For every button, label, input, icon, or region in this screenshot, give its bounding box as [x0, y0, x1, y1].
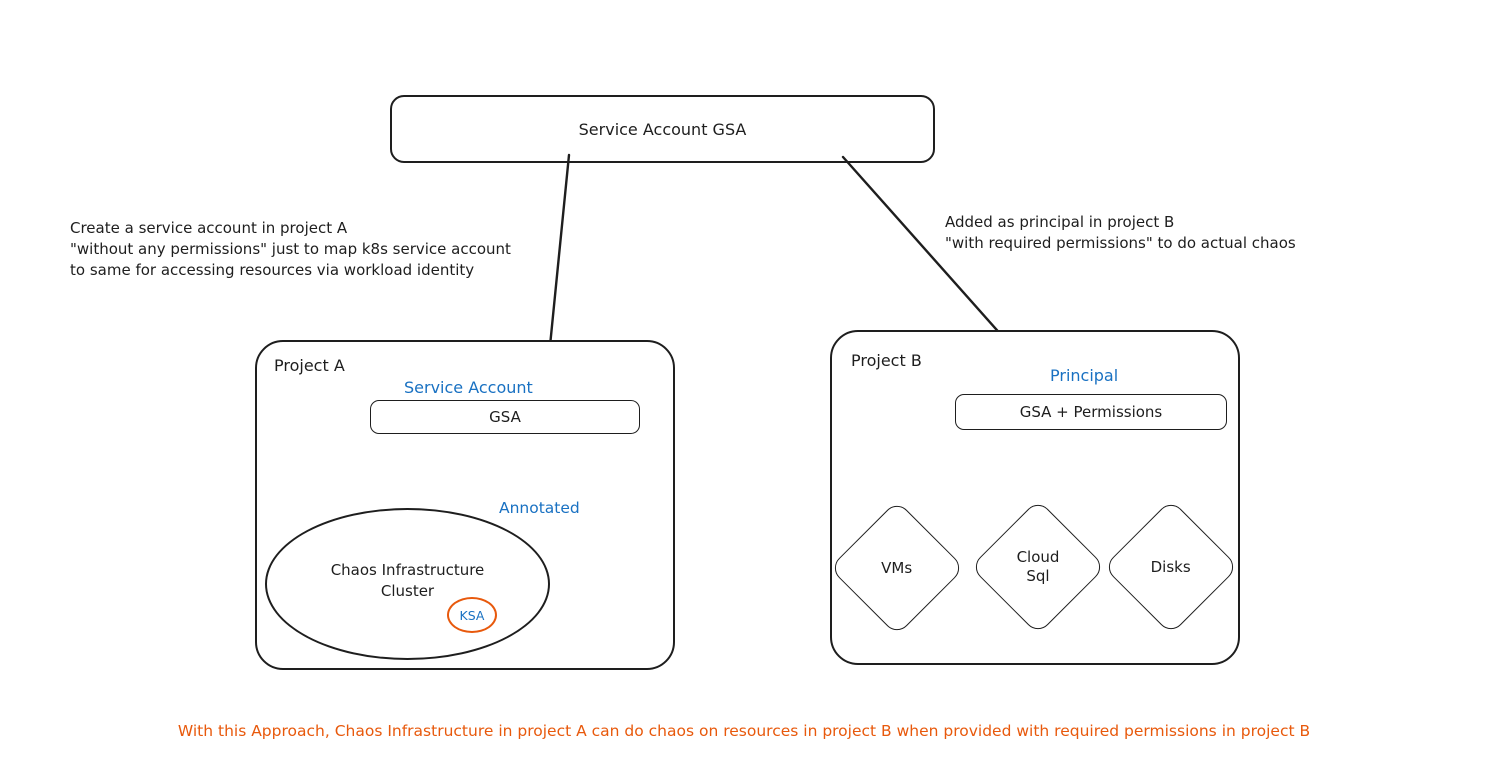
- project-a-gsa-box: GSA: [370, 400, 640, 434]
- chaos-infrastructure-cluster-ellipse: Chaos Infrastructure Cluster: [265, 508, 550, 660]
- resource-vms-label: VMs: [881, 558, 913, 577]
- project-a-gsa-label: GSA: [489, 408, 521, 426]
- ksa-label: KSA: [459, 607, 485, 623]
- project-a-service-account-label: Service Account: [404, 378, 533, 397]
- resource-disks-label: Disks: [1150, 557, 1192, 576]
- left-note-line-2: "without any permissions" just to map k8…: [70, 240, 511, 258]
- project-a-title: Project A: [274, 356, 345, 375]
- project-b-gsa-permissions-box: GSA + Permissions: [955, 394, 1227, 430]
- left-note-line-3: to same for accessing resources via work…: [70, 261, 475, 279]
- chaos-cluster-label-line-2: Cluster: [380, 582, 435, 600]
- project-b-title: Project B: [851, 351, 922, 370]
- right-note-line-2: "with required permissions" to do actual…: [945, 234, 1296, 252]
- footer-summary-text: With this Approach, Chaos Infrastructure…: [177, 722, 1311, 740]
- service-account-gsa-label: Service Account GSA: [578, 119, 747, 139]
- service-account-gsa-box: Service Account GSA: [390, 95, 935, 163]
- ksa-circle: KSA: [447, 597, 497, 633]
- chaos-cluster-label-line-1: Chaos Infrastructure: [330, 561, 485, 579]
- chaos-cluster-label: Chaos Infrastructure Cluster: [331, 560, 485, 602]
- right-note-line-1: Added as principal in project B: [945, 213, 1175, 231]
- left-annotation-note: Create a service account in project A "w…: [70, 218, 511, 281]
- project-b-gsa-permissions-label: GSA + Permissions: [1019, 403, 1163, 421]
- right-annotation-note: Added as principal in project B "with re…: [945, 212, 1296, 254]
- project-b-principal-label: Principal: [1050, 366, 1119, 385]
- annotated-label: Annotated: [499, 499, 580, 517]
- left-note-line-1: Create a service account in project A: [70, 219, 348, 237]
- resource-cloud-sql-label: Cloud Sql: [1016, 548, 1060, 585]
